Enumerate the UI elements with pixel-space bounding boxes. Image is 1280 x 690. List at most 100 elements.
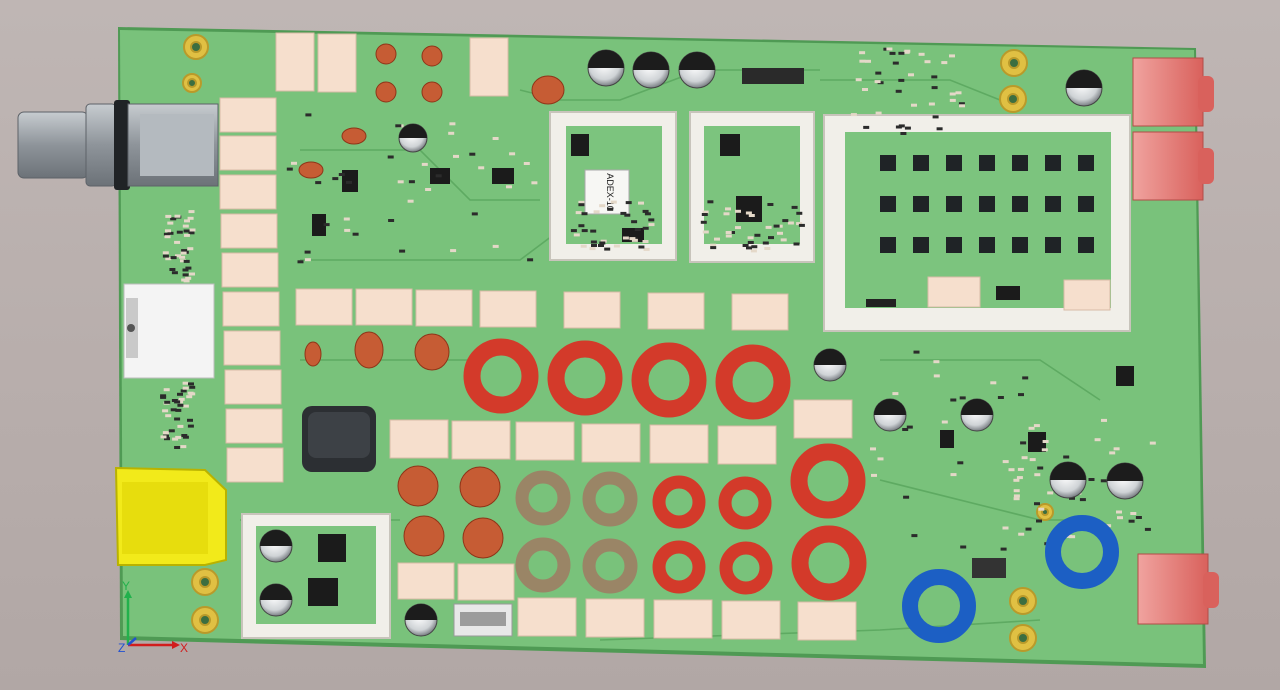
smd-part — [1034, 502, 1040, 506]
smd-part — [959, 396, 966, 400]
smd-part — [751, 245, 758, 249]
smd-part — [172, 437, 179, 441]
shield-ic — [1078, 237, 1094, 253]
smd-part — [903, 495, 910, 499]
smd-part — [765, 225, 772, 229]
smd-part — [346, 180, 352, 184]
smd-part — [1149, 441, 1156, 445]
smd-part — [531, 181, 538, 185]
smd-part — [332, 177, 339, 181]
smd-part — [648, 218, 655, 222]
smd-part — [702, 230, 709, 234]
smd-part — [182, 273, 189, 277]
capacitor — [678, 51, 716, 89]
smd-part — [174, 214, 181, 218]
smd-part — [631, 220, 638, 224]
smd-part — [165, 229, 171, 233]
smd-part — [581, 229, 588, 233]
smd-part — [750, 249, 757, 253]
smd-part — [643, 247, 650, 251]
smd-part — [599, 204, 606, 208]
smd-part — [911, 534, 918, 538]
smd-part — [990, 381, 997, 385]
bnc-connector — [17, 100, 219, 190]
smd-part — [177, 424, 184, 428]
smd-part — [1021, 456, 1028, 460]
smd-part — [1079, 498, 1086, 502]
smd-part — [1042, 440, 1049, 443]
smd-part — [1025, 527, 1032, 531]
shield-ic — [880, 155, 896, 171]
smd-part — [174, 400, 181, 404]
smd-part — [170, 408, 177, 412]
smd-part — [1069, 496, 1075, 500]
smd-part — [1144, 527, 1151, 531]
smd-part — [578, 224, 585, 228]
smd-part — [874, 80, 881, 84]
axis-x-label: X — [180, 641, 188, 655]
smd-part — [450, 249, 457, 253]
smd-part — [959, 104, 965, 108]
smd-part — [747, 236, 754, 240]
smd-part — [183, 233, 190, 237]
smd-part — [950, 398, 957, 402]
shield-chip-grid — [880, 155, 1094, 253]
smd-part — [702, 210, 709, 214]
smd-part — [850, 113, 857, 117]
red-toroids — [463, 338, 867, 601]
smd-part — [187, 424, 194, 428]
capacitor — [404, 603, 438, 637]
smd-part — [189, 272, 195, 276]
smd-part — [176, 230, 183, 234]
smd-part — [181, 278, 188, 282]
smd-part — [492, 244, 499, 248]
smd-part — [388, 219, 395, 222]
shield-ic — [913, 155, 929, 171]
smd-part — [1013, 494, 1020, 498]
pink-jacks — [1132, 57, 1219, 625]
smd-part — [343, 217, 350, 221]
smd-part — [186, 395, 193, 399]
smd-part — [162, 409, 169, 413]
smd-part — [911, 103, 917, 107]
smd-part — [642, 226, 649, 230]
smd-part — [941, 420, 948, 424]
smd-part — [949, 54, 955, 58]
smd-part — [1038, 507, 1045, 511]
capacitor — [259, 529, 293, 563]
smd-part — [644, 212, 651, 216]
smd-part — [171, 271, 178, 275]
smd-part — [898, 78, 905, 82]
smd-part — [933, 360, 940, 364]
capacitor — [813, 348, 847, 382]
smd-part — [1033, 424, 1040, 428]
smd-part — [593, 210, 600, 214]
smd-part — [164, 437, 170, 441]
smd-part — [182, 404, 189, 408]
smd-part — [188, 210, 195, 214]
smd-part — [889, 51, 896, 55]
smd-part — [575, 211, 582, 215]
shield-ic — [1012, 155, 1028, 171]
capacitor — [873, 398, 907, 432]
smd-part — [642, 240, 649, 243]
smd-part — [762, 241, 769, 245]
smd-part — [180, 259, 186, 263]
yellow-connector — [114, 466, 227, 566]
smd-part — [957, 461, 964, 465]
smd-part — [642, 209, 649, 213]
smd-part — [748, 214, 755, 217]
shield-ic — [880, 237, 896, 253]
smd-part — [1013, 489, 1020, 493]
smd-part — [1017, 467, 1024, 471]
smd-part — [782, 219, 789, 223]
smd-part — [286, 167, 293, 171]
smd-part — [604, 247, 611, 251]
capacitor — [1065, 69, 1103, 107]
capacitor — [632, 51, 670, 89]
smd-part — [634, 228, 641, 231]
smd-part — [1088, 478, 1095, 481]
smd-part — [638, 201, 644, 205]
smd-part — [904, 126, 911, 130]
smd-part — [188, 382, 194, 386]
